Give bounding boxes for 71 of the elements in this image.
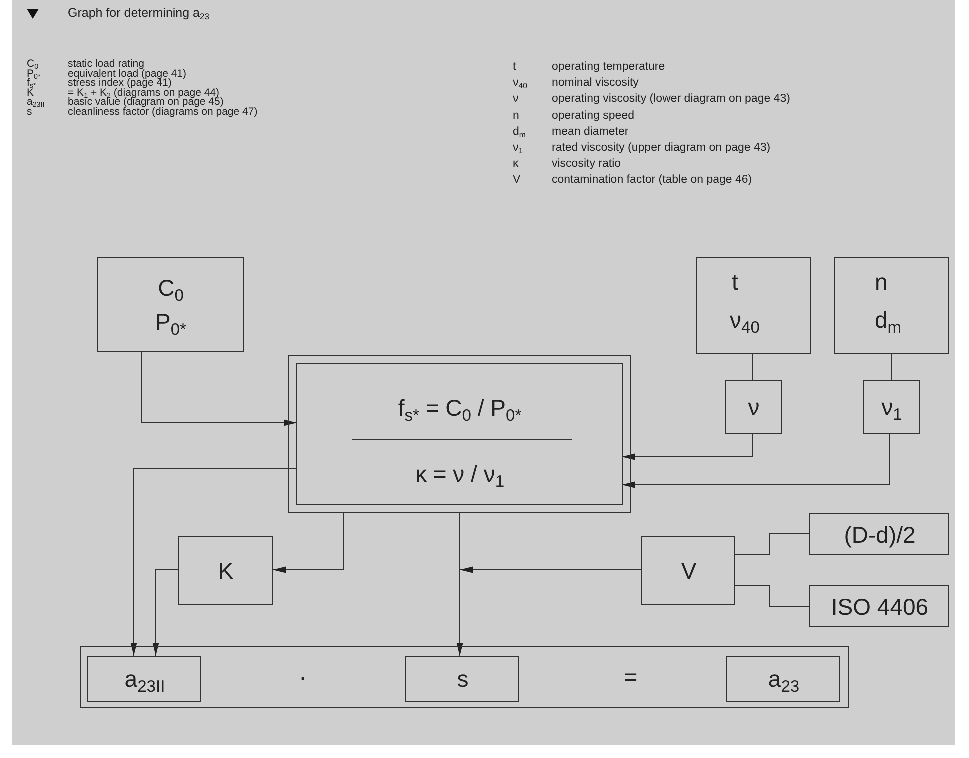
formula-box [288,355,631,513]
node-label: V [681,559,697,584]
node-label: a$_{23}$ [768,667,800,692]
arrow [622,434,890,488]
arrow [152,570,178,656]
value-box [863,380,920,434]
symbol-label: V [513,174,521,186]
node-label: s [457,667,469,692]
definition-text: nominal viscosity [552,77,639,90]
node-label: t [732,270,738,294]
definition-text: operating temperature [552,61,666,74]
input-box [834,257,949,354]
symbol-label: K [27,88,34,98]
node-label: ν$_{1}$ [882,395,902,420]
symbol-label: C$_{0}$ [27,60,39,70]
equation-box [80,646,849,708]
definition-text: viscosity ratio [552,158,622,170]
node-label: ν$_{40}$ [730,308,760,332]
symbol-label: ν [513,93,519,106]
symbol-label: d$_{m}$ [513,126,526,138]
symbol-label: s [27,108,32,118]
definition-text: contamination factor (table on page 46) [552,174,752,186]
definition-text: basic value (diagram on page 45) [68,98,224,108]
node-label: d$_{m}$ [875,308,902,332]
symbol-label: t [513,61,516,74]
definition-text: stress index (page 41) [68,79,172,89]
definition-text: static load rating [68,60,144,70]
symbol-label: a$_{23II}$ [27,98,45,108]
connector-line [734,586,810,608]
arrow [142,352,298,426]
node-label: f$_{s*}$ = C$_{0}$ / P$_{0*}$ [398,396,522,420]
arrow [622,434,754,460]
node-label: · [299,665,307,690]
node-label: P$_{0*}$ [156,310,186,334]
result-box [726,656,840,702]
value-box [87,656,201,702]
symbol-label: κ [513,158,519,170]
node-label: ν [748,395,760,420]
node-label: ISO 4406 [831,595,929,620]
node-label: a$_{23II}$ [124,667,166,692]
symbol-label: n [513,110,520,122]
definition-text: cleanliness factor (diagrams on page 47) [68,108,258,118]
definition-text: operating speed [552,110,634,122]
title: Graph for determining a$_{23}$ [68,6,210,20]
arrow [272,512,344,574]
value-box [641,536,735,605]
value-box [725,380,782,434]
definition-text: operating viscosity (lower diagram on page 43) [552,93,790,106]
node-label: C$_{0}$ [158,276,184,300]
node-label: = [624,665,638,690]
input-box [696,257,811,354]
value-box [405,656,519,702]
definition-text: mean diameter [552,126,629,138]
symbol-label: ν$_{40}$ [513,77,528,90]
node-label: n [875,270,888,294]
symbol-label: ν$_{1}$ [513,142,524,154]
definition-text: equivalent load (page 41) [68,70,187,80]
connector-line [734,534,810,556]
input-box [809,513,949,555]
node-label: κ = ν / ν$_{1}$ [415,462,505,486]
input-box [809,585,949,627]
arrow [130,468,298,656]
definition-text: rated viscosity (upper diagram on page 43) [552,142,771,154]
node-label: (D-d)/2 [844,523,916,548]
value-box [178,536,273,605]
symbol-label: P$_{0*}$ [27,70,41,80]
connector-line [752,354,754,380]
arrow [456,566,642,656]
symbol-label: f$_{s*}$ [27,79,36,89]
node-label: K [218,559,234,584]
input-box [97,257,244,352]
